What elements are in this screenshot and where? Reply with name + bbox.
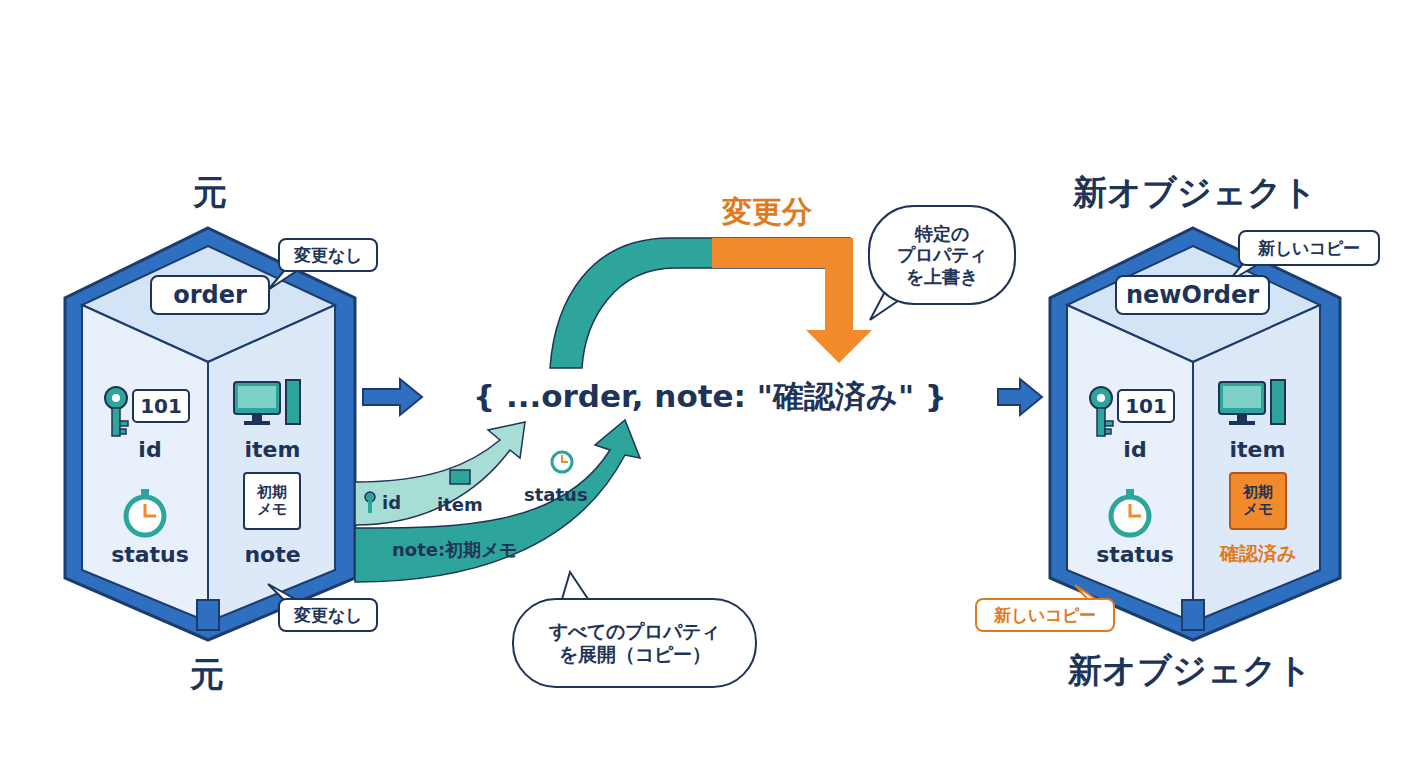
property-item: status: [1080, 490, 1190, 570]
property-item: 101 id: [100, 385, 200, 465]
object-prism: [65, 228, 355, 640]
stopwatch-icon: [552, 452, 572, 472]
node-text: 初期 メモ: [1229, 472, 1287, 530]
node-text: note: [225, 542, 320, 568]
flow-label: note:初期メモ: [392, 538, 517, 562]
flow-label: 元: [190, 652, 224, 698]
code-expression: { ...order, note: "確認済み" }: [430, 372, 990, 422]
node-text: 新オブジェクト: [1010, 172, 1380, 213]
override-arrow: [806, 330, 872, 363]
node-text: newOrder: [1115, 275, 1270, 315]
node-text: item: [225, 437, 320, 463]
flow-label: item: [437, 494, 483, 515]
node-text: 新しいコピー: [977, 600, 1113, 630]
node-text: 101: [132, 389, 190, 423]
node-text: 初期 メモ: [243, 472, 301, 530]
flow-label: status: [524, 484, 588, 505]
callout-bubble: 特定の プロパティ を上書き: [868, 205, 1016, 305]
object-prism: [1050, 228, 1340, 640]
node-text: order: [150, 275, 270, 315]
callout-bubble: 変更なし: [278, 598, 378, 632]
property-item: status: [95, 490, 205, 570]
node-text: item: [1210, 437, 1305, 463]
flow-label: 変更分: [722, 192, 812, 233]
node-text: すべてのプロパティ を展開（コピー）: [514, 600, 755, 686]
node-text: 変更なし: [280, 240, 376, 270]
property-item: item: [225, 380, 320, 465]
flow-arrow: [363, 379, 422, 415]
callout-bubble: 新しいコピー: [975, 598, 1115, 632]
node-text: id: [100, 437, 200, 463]
key-icon: [365, 492, 375, 502]
node-text: 新しいコピー: [1240, 232, 1378, 264]
node-text: 変更なし: [280, 600, 376, 630]
object-box: 新オブジェクトnewOrder101iditemstatus初期 メモ確認済み: [1050, 228, 1340, 638]
flow-label: id: [382, 492, 401, 513]
callout-bubble: 変更なし: [278, 238, 378, 272]
flow-arrow: [998, 379, 1042, 415]
node-text: status: [1080, 542, 1190, 568]
property-item: 初期 メモ note: [225, 468, 320, 570]
property-item: 初期 メモ確認済み: [1205, 468, 1310, 570]
key-icon: [368, 501, 372, 513]
node-text: id: [1085, 437, 1185, 463]
property-item: item: [1210, 380, 1305, 465]
monitor-icon: [450, 470, 470, 484]
node-text: { ...order, note: "確認済み" }: [430, 372, 990, 422]
node-text: 元: [65, 172, 355, 213]
node-text: 101: [1117, 389, 1175, 423]
override-arrow: [825, 238, 853, 332]
spread-flow: [355, 420, 640, 582]
object-box: 元order101iditemstatus初期 メモnote: [65, 228, 355, 638]
spread-flow: [355, 422, 525, 525]
node-text: 確認済み: [1205, 542, 1310, 565]
node-text: status: [95, 542, 205, 568]
node-text: 特定の プロパティ を上書き: [870, 207, 1014, 303]
flow-label: 新オブジェクト: [1068, 648, 1312, 694]
callout-bubble: 新しいコピー: [1238, 230, 1380, 266]
stopwatch-hand: [562, 455, 568, 462]
callout-bubble: すべてのプロパティ を展開（コピー）: [512, 598, 757, 688]
property-item: 101 id: [1085, 385, 1185, 465]
